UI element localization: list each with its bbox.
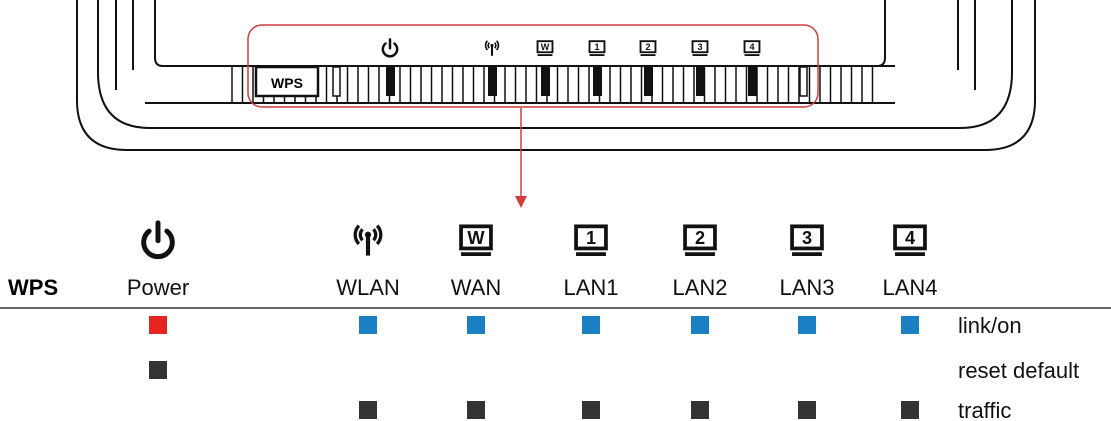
legend-label-lan2: LAN2 bbox=[672, 275, 727, 300]
led-indicator-square bbox=[901, 401, 919, 419]
panel-led-slot bbox=[593, 67, 602, 96]
panel-led-slot bbox=[644, 67, 653, 96]
panel-grille bbox=[231, 66, 874, 103]
lan4-icon-text: 4 bbox=[905, 228, 916, 248]
led-indicator-square bbox=[149, 361, 167, 379]
lan3-icon-text: 3 bbox=[697, 42, 702, 52]
wps-hardware-button bbox=[254, 65, 320, 98]
wan-icon: W bbox=[536, 40, 554, 57]
legend-label-wlan: WLAN bbox=[336, 275, 400, 300]
legend-column-labels: Power WLAN WAN LAN1 LAN2 LAN3 LAN4 bbox=[127, 275, 938, 300]
lan2-icon: 2 bbox=[683, 224, 717, 257]
led-indicator-square bbox=[359, 316, 377, 334]
router-front-panel bbox=[76, 0, 1036, 151]
lan1-icon: 1 bbox=[588, 40, 606, 57]
status-label-traffic: traffic bbox=[958, 398, 1011, 421]
power-icon bbox=[141, 220, 175, 260]
legend-wps-label: WPS bbox=[8, 275, 58, 300]
lan1-icon-text: 1 bbox=[594, 42, 599, 52]
lan3-icon: 3 bbox=[790, 224, 824, 257]
lan4-icon: 4 bbox=[893, 224, 927, 257]
panel-led-slot bbox=[541, 67, 550, 96]
legend-rows: link/on reset default traffic bbox=[149, 313, 1079, 421]
led-indicator-square bbox=[691, 401, 709, 419]
panel-end-slot bbox=[799, 66, 808, 97]
legend-label-power: Power bbox=[127, 275, 189, 300]
status-label-link-on: link/on bbox=[958, 313, 1022, 338]
led-indicator-square bbox=[149, 316, 167, 334]
led-indicator-square bbox=[798, 316, 816, 334]
wps-hardware-button-label: WPS bbox=[271, 75, 303, 91]
lan2-icon-text: 2 bbox=[695, 228, 705, 248]
lan1-icon-text: 1 bbox=[586, 228, 596, 248]
lan4-icon: 4 bbox=[743, 40, 761, 57]
panel-end-slot bbox=[332, 66, 341, 97]
led-indicator-square bbox=[467, 401, 485, 419]
legend-icons: W 1 2 3 4 bbox=[141, 220, 927, 260]
panel-led-slots bbox=[332, 66, 808, 97]
lan2-icon: 2 bbox=[639, 40, 657, 57]
led-indicator-square bbox=[691, 316, 709, 334]
led-indicator-square bbox=[467, 316, 485, 334]
led-indicator-square bbox=[582, 316, 600, 334]
power-icon bbox=[381, 38, 399, 58]
wifi-icon bbox=[353, 224, 383, 256]
wan-icon-text: W bbox=[467, 228, 485, 248]
panel-icons: W 1 2 3 4 bbox=[381, 38, 761, 58]
panel-led-slot bbox=[488, 67, 497, 96]
highlight-arrow-head bbox=[515, 196, 527, 208]
legend-label-lan1: LAN1 bbox=[563, 275, 618, 300]
panel-led-slot bbox=[696, 67, 705, 96]
legend-label-lan3: LAN3 bbox=[779, 275, 834, 300]
lan2-icon-text: 2 bbox=[645, 42, 650, 52]
led-panel-highlight bbox=[247, 24, 819, 108]
wifi-icon bbox=[484, 40, 500, 56]
led-indicator-square bbox=[582, 401, 600, 419]
wan-icon: W bbox=[459, 224, 493, 257]
lan3-icon-text: 3 bbox=[802, 228, 812, 248]
legend-label-lan4: LAN4 bbox=[882, 275, 937, 300]
panel-led-slot bbox=[386, 67, 395, 96]
legend-label-wan: WAN bbox=[451, 275, 502, 300]
led-indicator-square bbox=[901, 316, 919, 334]
lan4-icon-text: 4 bbox=[749, 42, 755, 52]
wan-icon-text: W bbox=[541, 42, 550, 52]
status-label-reset-default: reset default bbox=[958, 358, 1079, 383]
led-indicator-square bbox=[798, 401, 816, 419]
lan1-icon: 1 bbox=[574, 224, 608, 257]
led-indicator-square bbox=[359, 401, 377, 419]
lan3-icon: 3 bbox=[691, 40, 709, 57]
panel-led-slot bbox=[748, 67, 757, 96]
